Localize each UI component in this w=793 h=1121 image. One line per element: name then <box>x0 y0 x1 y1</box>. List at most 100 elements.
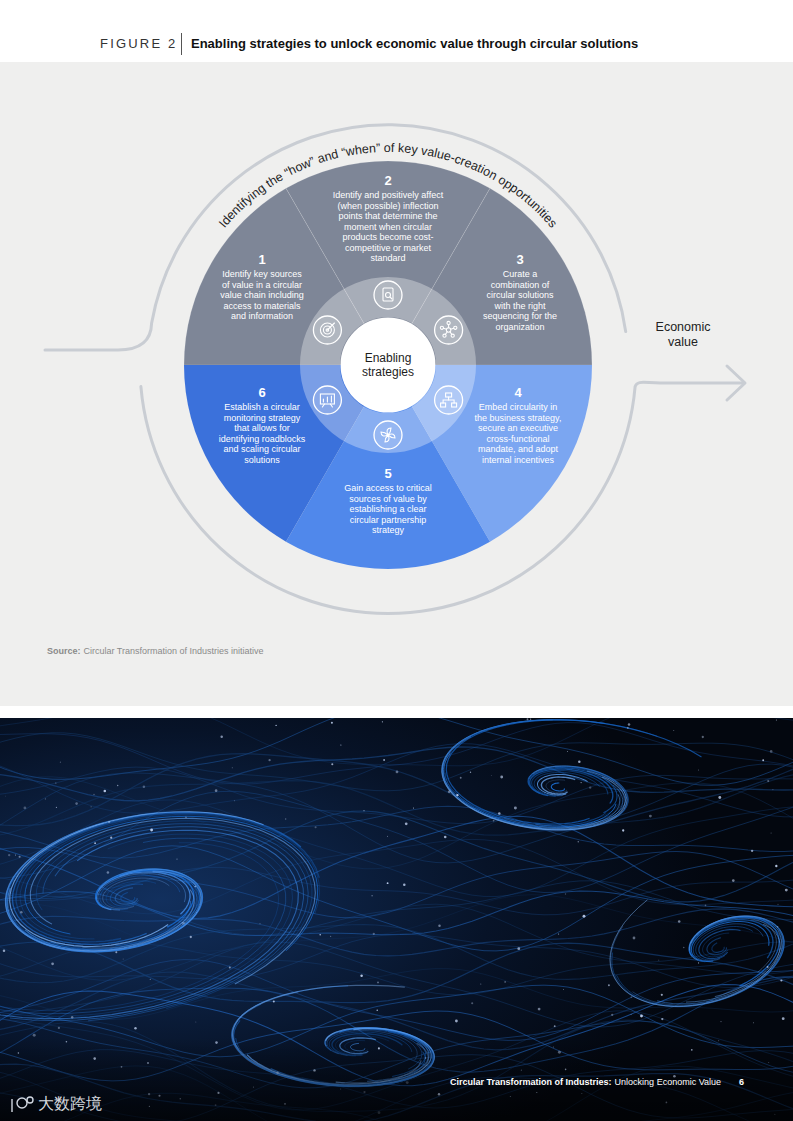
light-dot <box>527 718 529 720</box>
swirl-line <box>538 775 588 796</box>
center-label: Enabling strategies <box>351 351 425 379</box>
light-dot <box>767 966 769 968</box>
figure-number-wrap: FIGURE 2 <box>100 36 178 52</box>
figure-title: Enabling strategies to unlock economic v… <box>191 36 751 52</box>
swirl-line <box>546 780 567 793</box>
light-dot <box>413 808 414 809</box>
light-dot <box>315 826 317 828</box>
step-description: Identify and positively affect (when pos… <box>327 190 449 264</box>
light-dot <box>396 771 399 774</box>
light-dot <box>8 854 10 856</box>
light-dot <box>770 750 773 753</box>
swirl-line <box>30 818 315 984</box>
swirl-line <box>442 720 620 829</box>
light-dot <box>232 767 233 768</box>
light-dot <box>718 796 721 799</box>
light-dot <box>377 981 379 983</box>
sector-text-group: 5Gain access to critical sources of valu… <box>335 466 441 536</box>
swirl-line <box>121 893 135 902</box>
title-divider <box>181 33 182 55</box>
light-dot <box>387 835 389 837</box>
light-dot <box>530 719 531 720</box>
light-dot <box>363 810 364 811</box>
center-circle: Enabling strategies <box>340 317 436 413</box>
light-dot <box>259 923 261 925</box>
page-number: 6 <box>739 1076 744 1088</box>
step-number: 3 <box>478 252 562 267</box>
swirl-line <box>36 821 312 1009</box>
step-number: 1 <box>218 252 306 267</box>
title-wrap: Enabling strategies to unlock economic v… <box>191 36 751 52</box>
light-dot <box>780 979 782 981</box>
swirl-line <box>712 943 724 953</box>
light-dot <box>538 1008 541 1011</box>
light-dot <box>5 795 7 797</box>
light-dot <box>91 806 92 807</box>
light-dot <box>771 833 772 834</box>
light-dot <box>182 922 185 925</box>
source-prefix: Source: <box>47 646 81 656</box>
flow-line <box>0 773 793 838</box>
output-label-wrap: Economic value <box>651 320 715 350</box>
swirl-line <box>528 767 621 821</box>
light-dot <box>514 807 517 810</box>
light-dot <box>215 789 218 792</box>
light-dot <box>115 951 117 953</box>
light-dot <box>275 725 276 726</box>
swirl-line <box>100 876 180 910</box>
light-dot <box>150 829 153 832</box>
light-dot <box>470 772 471 773</box>
swirl-line <box>691 922 769 962</box>
light-dot <box>195 1022 196 1023</box>
flow-line <box>0 718 793 766</box>
sector-text-group: 3Curate a combination of circular soluti… <box>478 252 562 332</box>
light-dot <box>340 745 341 746</box>
light-dot <box>678 920 681 923</box>
light-dot <box>566 751 568 753</box>
swirl-line <box>443 720 616 828</box>
swirl-line <box>703 933 730 957</box>
light-dot <box>51 962 54 965</box>
light-dot <box>15 854 16 855</box>
light-dot <box>578 841 580 843</box>
light-dot <box>134 1027 136 1029</box>
swirl-line <box>443 753 627 830</box>
light-dot <box>196 912 198 914</box>
swirl-line <box>446 720 701 824</box>
light-dot <box>500 776 503 779</box>
light-dot <box>3 949 6 952</box>
sector-text-group: 6Establish a circular monitoring strateg… <box>217 385 307 465</box>
flow-line <box>0 744 793 817</box>
swirl-line <box>16 813 319 942</box>
light-dot <box>285 818 286 819</box>
light-dot <box>185 816 187 818</box>
light-dot <box>371 895 373 897</box>
flow-line <box>0 718 793 785</box>
light-dot <box>45 798 46 799</box>
flow-line <box>0 891 793 936</box>
flow-line <box>0 733 793 791</box>
light-dot <box>554 1025 556 1027</box>
light-dot <box>273 1001 275 1003</box>
org-chart-icon <box>435 386 463 414</box>
light-dot <box>777 903 779 905</box>
light-dot <box>751 850 753 852</box>
step-description: Identify key sources of value in a circu… <box>218 269 306 322</box>
light-dot <box>331 763 333 765</box>
light-dot <box>702 736 704 738</box>
swirl-lines <box>0 718 793 1121</box>
swirl-line <box>528 766 624 824</box>
light-dot <box>382 721 383 722</box>
light-dot <box>611 1014 613 1016</box>
light-dot <box>622 829 624 831</box>
light-dot <box>456 794 458 796</box>
inner-ring <box>320 297 456 433</box>
footer-subtitle: Unlocking Economic Value <box>615 1077 721 1087</box>
flow-line <box>0 723 793 785</box>
light-dot <box>562 989 564 991</box>
center-circle-fill <box>341 318 436 413</box>
light-dot <box>107 871 110 874</box>
light-dot <box>460 777 462 779</box>
light-dot <box>517 947 520 950</box>
swirl-line <box>633 916 785 1005</box>
